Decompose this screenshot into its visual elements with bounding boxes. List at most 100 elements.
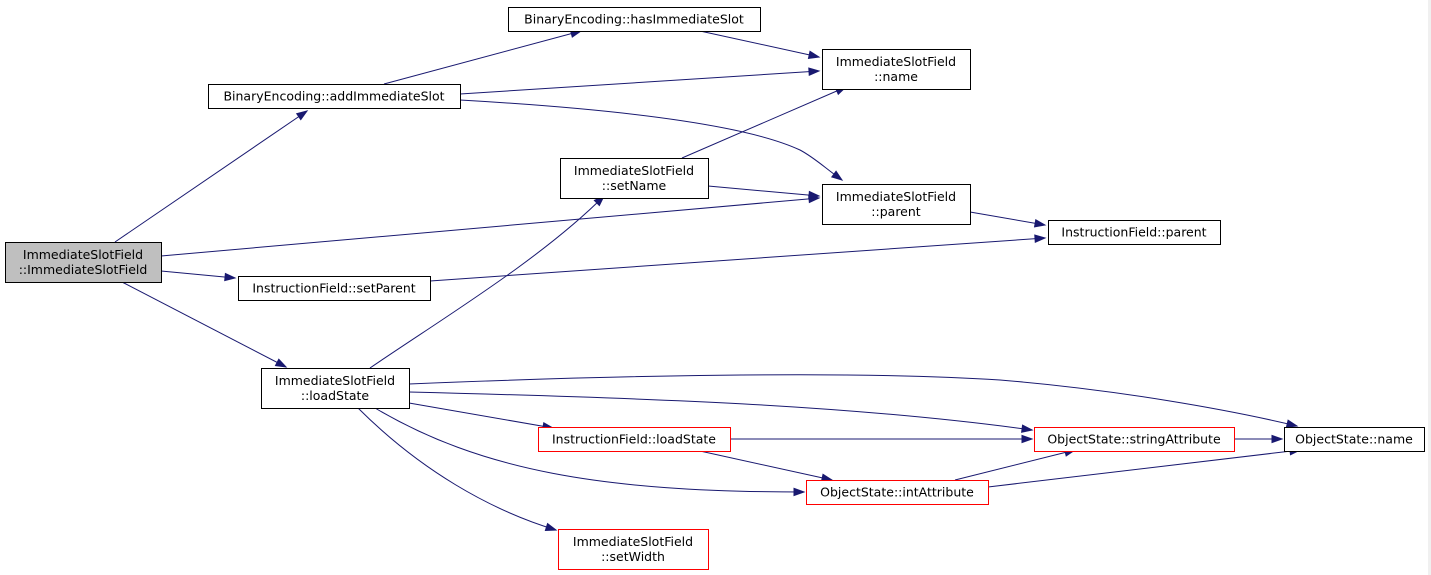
node-osName[interactable]: ObjectState::name — [1284, 427, 1425, 452]
edge-line — [699, 30, 820, 58]
node-label: ImmediateSlotField — [573, 534, 693, 549]
node-root[interactable]: ImmediateSlotField::ImmediateSlotField — [5, 242, 162, 283]
edge-line — [408, 391, 1033, 431]
edge-addImmediateSlot-to-isfName — [459, 67, 821, 95]
node-box[interactable] — [822, 184, 971, 225]
node-isfParent[interactable]: ImmediateSlotField::parent — [822, 184, 971, 225]
edge-line — [383, 30, 582, 85]
node-ifLoadState[interactable]: InstructionField::loadState — [538, 427, 731, 452]
edge-line — [160, 197, 820, 257]
node-label: ImmediateSlotField — [574, 163, 694, 178]
arrowhead — [830, 170, 844, 181]
node-box[interactable] — [1048, 220, 1221, 245]
edge-line — [987, 449, 1301, 488]
node-osStringAttr[interactable]: ObjectState::stringAttribute — [1034, 427, 1235, 452]
edge-root-to-addImmediateSlot — [114, 110, 309, 243]
edge-line — [121, 281, 287, 368]
nodes-layer: ImmediateSlotField::ImmediateSlotField Bi… — [5, 7, 1425, 570]
node-label: ObjectState::stringAttribute — [1047, 432, 1221, 447]
node-osIntAttr[interactable]: ObjectState::intAttribute — [806, 480, 989, 505]
node-addImmediateSlot[interactable]: BinaryEncoding::addImmediateSlot — [208, 84, 461, 109]
arrowhead — [793, 487, 806, 497]
edge-line — [969, 211, 1046, 226]
edge-line — [408, 374, 1298, 427]
node-label: ImmediateSlotField — [836, 54, 956, 69]
arrowhead — [1021, 434, 1034, 444]
node-label: ::setWidth — [601, 549, 665, 564]
edge-line — [699, 450, 833, 481]
edge-line — [374, 407, 805, 493]
edge-isfLoadState-to-osIntAttr — [374, 407, 806, 497]
node-box[interactable] — [261, 368, 410, 409]
edge-osIntAttr-to-osStringAttr — [954, 448, 1077, 481]
arrowhead — [544, 522, 558, 531]
edge-root-to-ifSetParent — [160, 270, 237, 282]
node-box[interactable] — [1284, 427, 1425, 452]
node-box[interactable] — [5, 242, 162, 283]
node-box[interactable] — [558, 529, 709, 570]
edge-addImmediateSlot-to-isfParent — [459, 99, 844, 181]
edge-line — [357, 407, 557, 531]
edge-root-to-isfParent — [160, 194, 821, 257]
arrowhead — [1033, 218, 1047, 228]
arrowhead — [1034, 234, 1047, 244]
arrowhead — [808, 67, 821, 76]
node-box[interactable] — [508, 7, 761, 32]
node-isfSetName[interactable]: ImmediateSlotField::setName — [560, 158, 709, 199]
node-label: BinaryEncoding::addImmediateSlot — [223, 89, 444, 104]
edge-line — [160, 270, 236, 279]
edge-addImmediateSlot-to-hasImmediateSlot — [383, 29, 583, 85]
edge-isfParent-to-ifParent — [969, 211, 1047, 228]
arrowhead — [224, 272, 237, 282]
node-label: ImmediateSlotField — [275, 373, 395, 388]
node-label: ::name — [874, 69, 918, 84]
arrowhead — [1271, 434, 1284, 444]
node-box[interactable] — [1034, 427, 1235, 452]
node-hasImmediateSlot[interactable]: BinaryEncoding::hasImmediateSlot — [508, 7, 761, 32]
node-label: ObjectState::intAttribute — [820, 485, 974, 500]
edge-isfLoadState-to-ifLoadState — [408, 402, 555, 431]
edge-line — [459, 70, 820, 95]
edge-isfLoadState-to-osName — [408, 374, 1299, 428]
node-ifParent[interactable]: InstructionField::parent — [1048, 220, 1221, 245]
node-label: ::loadState — [301, 388, 370, 403]
node-box[interactable] — [238, 276, 431, 301]
node-box[interactable] — [560, 158, 709, 199]
arrowhead — [1285, 419, 1299, 428]
node-box[interactable] — [208, 84, 461, 109]
node-isfName[interactable]: ImmediateSlotField::name — [822, 49, 971, 90]
edge-line — [429, 237, 1046, 282]
arrowhead — [808, 190, 821, 200]
edge-root-to-isfLoadState — [121, 281, 288, 368]
arrowhead — [295, 110, 309, 121]
edge-ifLoadState-to-osIntAttr — [699, 450, 834, 482]
edge-isfSetName-to-isfParent — [707, 185, 821, 200]
edge-isfSetName-to-isfName — [681, 86, 848, 159]
edge-osStringAttr-to-osName — [1234, 434, 1284, 444]
edge-ifLoadState-to-osStringAttr — [730, 434, 1034, 444]
edge-line — [681, 86, 847, 159]
scrollbar-track[interactable] — [1428, 0, 1431, 575]
node-box[interactable] — [822, 49, 971, 90]
node-label: ::parent — [871, 204, 920, 219]
edge-line — [954, 449, 1076, 481]
edge-line — [369, 195, 605, 369]
edge-line — [459, 99, 843, 181]
edge-isfLoadState-to-osStringAttr — [408, 391, 1034, 433]
node-label: ::setName — [602, 178, 667, 193]
node-isfLoadState[interactable]: ImmediateSlotField::loadState — [261, 368, 410, 409]
edge-hasImmediateSlot-to-isfName — [699, 30, 821, 59]
node-label: InstructionField::setParent — [252, 281, 415, 296]
node-isfSetWidth[interactable]: ImmediateSlotField::setWidth — [558, 529, 709, 570]
edge-osIntAttr-to-osName — [987, 446, 1302, 488]
node-label: ::ImmediateSlotField — [19, 262, 148, 277]
node-box[interactable] — [538, 427, 731, 452]
node-label: InstructionField::parent — [1061, 225, 1206, 240]
arrowhead — [274, 358, 288, 368]
node-label: ObjectState::name — [1295, 432, 1413, 447]
node-ifSetParent[interactable]: InstructionField::setParent — [238, 276, 431, 301]
arrowhead — [807, 50, 821, 59]
arrowhead — [1021, 424, 1034, 433]
node-box[interactable] — [806, 480, 989, 505]
